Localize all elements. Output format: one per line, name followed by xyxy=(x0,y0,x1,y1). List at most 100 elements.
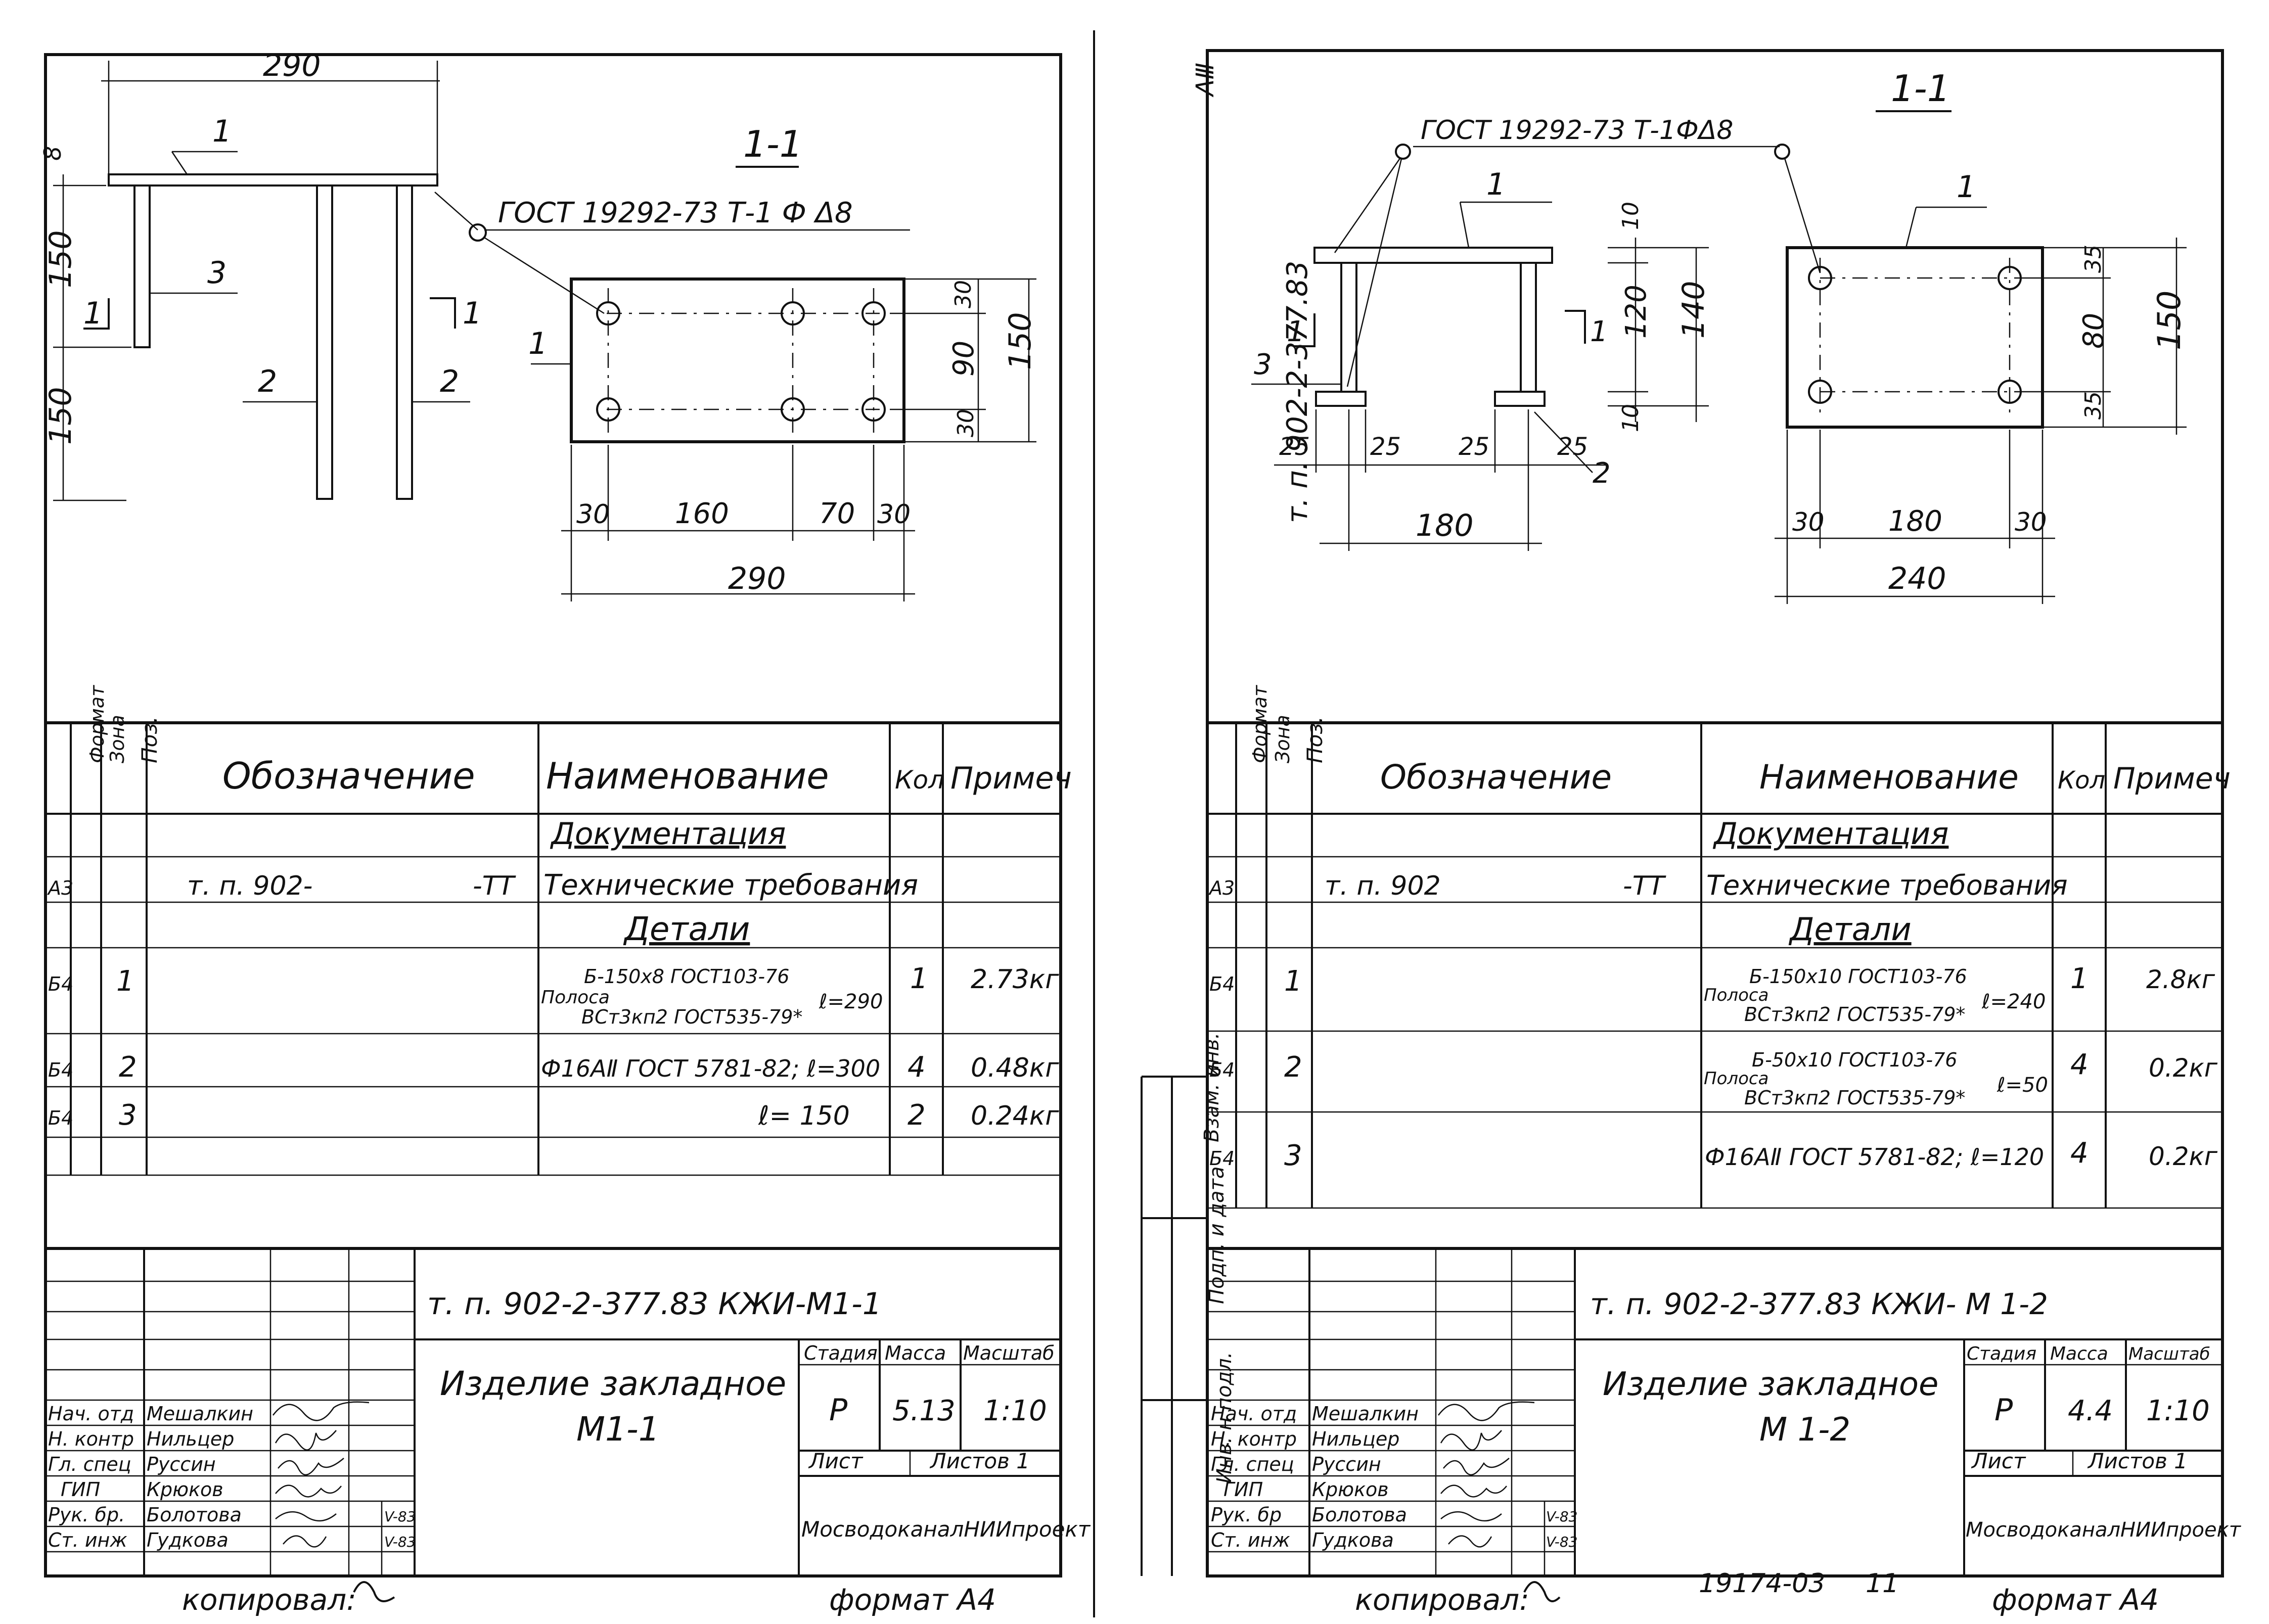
role-4: ГИП xyxy=(61,1478,100,1501)
row2-note: 0.48кг xyxy=(971,1053,1059,1083)
r-row1-pos: 1 xyxy=(1284,965,1302,998)
dim-plan-v-35a: 35 xyxy=(2080,245,2106,273)
r-row1-qty: 1 xyxy=(2070,962,2089,995)
dim-side-180: 180 xyxy=(1416,508,1474,543)
dim-plan-h-30a: 30 xyxy=(1792,507,1825,537)
tb-stage: Р xyxy=(829,1393,848,1428)
role-2: Н. контр xyxy=(48,1428,134,1450)
base-plate-pos2-b xyxy=(1494,391,1546,407)
r-name-6: Гудкова xyxy=(1312,1529,1394,1551)
dim-h-160: 160 xyxy=(675,497,729,530)
r-row2-name-top: Б-50х10 ГОСТ103-76 xyxy=(1752,1049,1957,1071)
anchor-long-pos2-b xyxy=(396,184,413,500)
row2-pos: 2 xyxy=(119,1051,137,1084)
tb-sheets-label: Листов 1 xyxy=(929,1449,1030,1473)
pos-label-2-right: 2 xyxy=(1593,457,1611,490)
r-row3-pos: 3 xyxy=(1284,1139,1302,1172)
plate-plan-left xyxy=(570,277,905,443)
r-role-2: Н. контр xyxy=(1211,1428,1297,1450)
left-side-view: 290 8 150 150 1 3 2 2 1 1 xyxy=(39,48,482,501)
r-row2-note: 0.2кг xyxy=(2149,1053,2218,1083)
name-4: Крюков xyxy=(147,1478,223,1501)
tb-mass-label: Масса xyxy=(885,1342,946,1364)
row1-note: 2.73кг xyxy=(971,964,1059,995)
r-tb-sheet-label: Лист xyxy=(1971,1449,2026,1473)
r-row1-name-prefix: Полоса xyxy=(1704,985,1768,1005)
hdr-format: Формат xyxy=(86,684,108,763)
row3-qty: 2 xyxy=(907,1099,926,1132)
name-3: Руссин xyxy=(147,1453,216,1475)
r-row2-name-bottom: ВСт3кп2 ГОСТ535-79* xyxy=(1744,1087,1965,1109)
copier-mark-right xyxy=(1523,1581,1561,1602)
tb-sheet-label: Лист xyxy=(808,1449,864,1473)
date-6: V-83 xyxy=(384,1534,416,1550)
tb-scale: 1:10 xyxy=(983,1395,1047,1427)
view-mark-right-a: 1 xyxy=(1287,315,1305,348)
role-3: Гл. спец xyxy=(48,1453,131,1475)
tb-stage-label: Стадия xyxy=(804,1342,878,1364)
r-role-1: Нач. отд xyxy=(1211,1403,1297,1425)
r-tb-name-line1: Изделие закладное xyxy=(1603,1366,1938,1403)
r-name-4: Крюков xyxy=(1312,1478,1389,1501)
r-tb-stage: Р xyxy=(1994,1393,2013,1428)
role-6: Ст. инж xyxy=(48,1529,127,1551)
pos-label-1-right-side: 1 xyxy=(1486,167,1506,202)
right-sheet: АⅢ т. п. 902-2-377.83 Взам. инв. Подп. и… xyxy=(1141,49,2242,1617)
r-signature-4 xyxy=(1440,1484,1507,1498)
dim-v-30a: 30 xyxy=(950,280,976,308)
dim-plan-v-35b: 35 xyxy=(2080,391,2106,420)
side-replace-inv: Взам. инв. xyxy=(1200,1033,1223,1142)
view-mark-left-a: 1 xyxy=(83,296,103,331)
anchor-long-pos2-a xyxy=(316,184,333,500)
row1-format: Б4 xyxy=(48,973,73,995)
r-tb-scale: 1:10 xyxy=(2146,1395,2210,1427)
r-section-docs: Документация xyxy=(1712,816,1948,852)
pos-label-3: 3 xyxy=(207,255,226,291)
dim-v-90: 90 xyxy=(947,341,980,377)
doc-designation-a: т. п. 902- xyxy=(187,871,312,901)
tb-code: т. п. 902-2-377.83 КЖИ-М1-1 xyxy=(427,1286,882,1322)
side-sign-date: Подп. и дата xyxy=(1205,1167,1229,1304)
r-tb-name-line2: М 1-2 xyxy=(1759,1411,1850,1449)
r-hdr-name: Наименование xyxy=(1759,758,2019,797)
footer-format-right: формат А4 xyxy=(1992,1583,2159,1617)
doc-name: Технические требования xyxy=(543,869,918,902)
r-hdr-format: Формат xyxy=(1249,684,1271,763)
right-title-block: т. п. 902-2-377.83 КЖИ- М 1-2 Изделие за… xyxy=(1207,1248,2242,1576)
r-hdr-designation: Обозначение xyxy=(1380,758,1612,797)
name-1: Мешалкин xyxy=(147,1403,253,1425)
r-row1-name-top: Б-150х10 ГОСТ103-76 xyxy=(1749,965,1967,988)
row3-name: ℓ= 150 xyxy=(758,1101,850,1131)
tb-org: МосводоканалНИИпроект xyxy=(801,1517,1091,1542)
row3-format: Б4 xyxy=(48,1107,73,1129)
r-date-6: V-83 xyxy=(1546,1534,1577,1550)
r-hdr-zone: Зона xyxy=(1272,715,1294,763)
r-doc-name: Технические требования xyxy=(1706,869,2068,901)
pos-label-2a: 2 xyxy=(258,364,277,399)
section-parts: Детали xyxy=(623,911,750,948)
r-tb-mass: 4.4 xyxy=(2068,1395,2113,1427)
name-5: Болотова xyxy=(147,1504,242,1526)
dim-side-v-10b: 10 xyxy=(1618,404,1644,432)
pos-label-1-plan: 1 xyxy=(528,326,548,361)
plate-plan-right xyxy=(1786,246,2044,429)
doc-format: А3 xyxy=(47,877,73,899)
r-section-parts: Детали xyxy=(1788,911,1912,948)
dim-side-25b: 25 xyxy=(1370,433,1401,461)
dim-h-30b: 30 xyxy=(877,499,911,530)
left-title-block: т. п. 902-2-377.83 КЖИ-М1-1 Изделие закл… xyxy=(46,1248,1091,1576)
right-side-view: 1-1 ГОСТ 19292-73 Т-1ФΔ8 1 3 2 1 1 xyxy=(1251,67,1952,551)
dim-side-25d: 25 xyxy=(1557,433,1588,461)
r-tb-org: МосводоканалНИИпроект xyxy=(1966,1518,2242,1542)
row2-name: Ф16АⅡ ГОСТ 5781-82; ℓ=300 xyxy=(541,1055,880,1082)
dim-side-v-120: 120 xyxy=(1620,285,1653,339)
r-row2-qty: 4 xyxy=(2070,1048,2089,1081)
hdr-note: Примеч xyxy=(950,761,1072,796)
tb-scale-label: Масштаб xyxy=(963,1342,1055,1364)
r-row1-format: Б4 xyxy=(1209,973,1235,995)
r-row2-format: Б4 xyxy=(1209,1059,1235,1081)
r-signature-5 xyxy=(1440,1511,1502,1522)
signature-1 xyxy=(273,1401,370,1421)
pos-label-2b: 2 xyxy=(440,364,459,399)
dim-290-top: 290 xyxy=(263,48,321,83)
